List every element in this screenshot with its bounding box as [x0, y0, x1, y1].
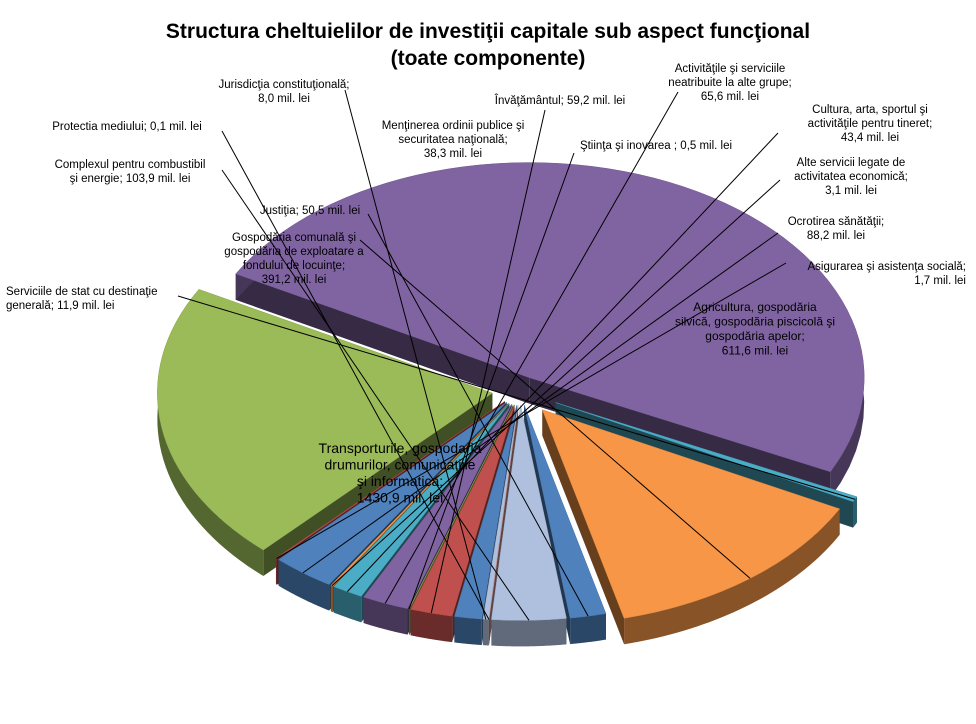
slice-label-line: Jurisdicţia constituţională; [218, 79, 349, 91]
slice-label: Gospodăria comunală şi gospodăria de expl… [224, 232, 364, 286]
slice-label: Protectia mediului; 0,1 mil. lei [52, 121, 202, 133]
pie-slice-side [853, 496, 857, 528]
slice-label: Învăţământul; 59,2 mil. lei [494, 94, 625, 107]
slice-label-line: silvică, gospodăria piscicolă şi [675, 315, 835, 329]
slice-label-line: Serviciile de stat cu destinaţie [6, 286, 158, 298]
slice-label-line: 1430,9 mil. lei [357, 490, 443, 506]
slice-label: Cultura, arta, sportul şi activităţile pe… [808, 104, 933, 144]
pie-slice-14 [523, 405, 607, 619]
slice-label-line: Complexul pentru combustibil [55, 159, 206, 171]
leader-line [302, 232, 779, 574]
slice-label-line: gospodăria de exploatare a [224, 246, 364, 258]
pie-slice-wall [542, 409, 625, 645]
slice-label-line: gospodăria apelor; [705, 329, 804, 343]
slice-label-line: 88,2 mil. lei [807, 230, 865, 242]
pie-slice-side [570, 613, 606, 645]
slice-label: Ocrotirea sănătăţii; 88,2 mil. lei [788, 216, 885, 242]
slice-label-line: 8,0 mil. lei [258, 93, 310, 105]
pie-labels: Jurisdicţia constituţională; 8,0 mil. lei… [6, 63, 966, 621]
leader-line [346, 132, 779, 592]
slice-label-line: activităţile pentru tineret; [808, 118, 933, 130]
chart-title-line-2: (toate componente) [390, 47, 586, 70]
pie-slice-side [410, 609, 453, 643]
chart-title: Structura cheltuielilor de investiţii ca… [0, 18, 976, 72]
slice-label-line: Justiţia; 50,5 mil. lei [260, 205, 360, 217]
slice-label: Menţinerea ordinii publice şi securitatea… [382, 120, 525, 160]
pie-slice-2 [454, 405, 518, 620]
pie-slice-side [278, 559, 330, 611]
leader-line [221, 169, 530, 621]
slice-label-line: Alte servicii legate de [797, 157, 906, 169]
slice-label-line: Învăţământul; 59,2 mil. lei [494, 94, 625, 107]
slice-label-line: Menţinerea ordinii publice şi [382, 120, 525, 132]
pie-slice-side [363, 597, 408, 635]
slice-label-line: 65,6 mil. lei [701, 91, 759, 103]
leader-line [331, 179, 781, 587]
slice-label: Jurisdicţia constituţională; 8,0 mil. lei [218, 79, 349, 105]
pie-slice-side [157, 289, 264, 576]
slice-label: Ştiinţa şi inovarea ; 0,5 mil. lei [580, 140, 732, 152]
pie-slice-7 [330, 402, 509, 587]
pie-slice-wall [235, 273, 530, 404]
slice-label-line: Asigurarea şi asistenţa socială; [807, 261, 966, 273]
slice-label-line: Ştiinţa şi inovarea ; 0,5 mil. lei [580, 140, 732, 152]
pie-slice-6 [333, 403, 510, 597]
slice-label-line: fondului de locuinţe; [243, 260, 345, 272]
slice-label-line: şi informatica; [357, 473, 443, 489]
pie-slice-side [333, 586, 362, 623]
slice-label-line: neatribuite la alte grupe; [668, 77, 791, 89]
leader-line [344, 89, 487, 620]
slice-label: Asigurarea şi asistenţa socială; 1,7 mil.… [807, 261, 966, 287]
slice-label: Serviciile de stat cu destinaţie generală… [6, 286, 158, 312]
slice-label: Activităţile şi serviciile neatribuite la… [668, 63, 791, 103]
leader-line [367, 213, 589, 617]
slice-label-line: generală; 11,9 mil. lei [6, 300, 114, 312]
leader-line [408, 152, 575, 610]
slice-label: Justiţia; 50,5 mil. lei [260, 205, 360, 217]
slice-label-line: activitatea economică; [794, 171, 908, 183]
leader-line [221, 130, 490, 620]
pie-slice-side [624, 508, 840, 645]
slice-label-line: Gospodăria comunală şi [232, 232, 356, 244]
leader-line [177, 295, 856, 500]
slice-label-line: Activităţile şi serviciile [675, 63, 786, 75]
pie-slice-side [482, 619, 489, 646]
slice-label-line: 391,2 mil. lei [262, 274, 327, 286]
slice-label-line: 43,4 mil. lei [841, 132, 899, 144]
slice-label-line: securitatea naţională; [398, 134, 507, 146]
pie-slice-side [330, 585, 333, 613]
slice-label-line: 3,1 mil. lei [825, 185, 877, 197]
pie-slice-side [491, 618, 567, 647]
slice-label-line: 611,6 mil. lei [722, 344, 788, 358]
chart-title-line-1: Structura cheltuielilor de investiţii ca… [165, 20, 811, 43]
slice-label-line: 38,3 mil. lei [424, 148, 482, 160]
slice-label-line: Cultura, arta, sportul şi [812, 104, 928, 116]
slice-label-line: Protectia mediului; 0,1 mil. lei [52, 121, 202, 133]
pie-slice-11 [235, 162, 865, 473]
slice-label: Alte servicii legate de activitatea econo… [794, 157, 908, 197]
pie-slice-side [454, 616, 482, 646]
slice-label-line: Transporturile, gospodaria [319, 440, 482, 456]
leader-line [276, 262, 787, 559]
leader-line [430, 109, 546, 614]
slice-label-line: 1,7 mil. lei [914, 275, 966, 287]
slice-label-line: şi energie; 103,9 mil. lei [70, 173, 191, 185]
slice-label-line: drumurilor, comunicaţiile [325, 457, 476, 473]
leader-line [359, 239, 751, 579]
pie-slice-10 [157, 289, 493, 551]
slice-label-line: Ocrotirea sănătăţii; [788, 216, 885, 228]
slice-label: Complexul pentru combustibil şi energie; … [55, 159, 206, 185]
slice-label-line: Agricultura, gospodăria [693, 300, 817, 314]
pie-slice-side [275, 558, 277, 585]
